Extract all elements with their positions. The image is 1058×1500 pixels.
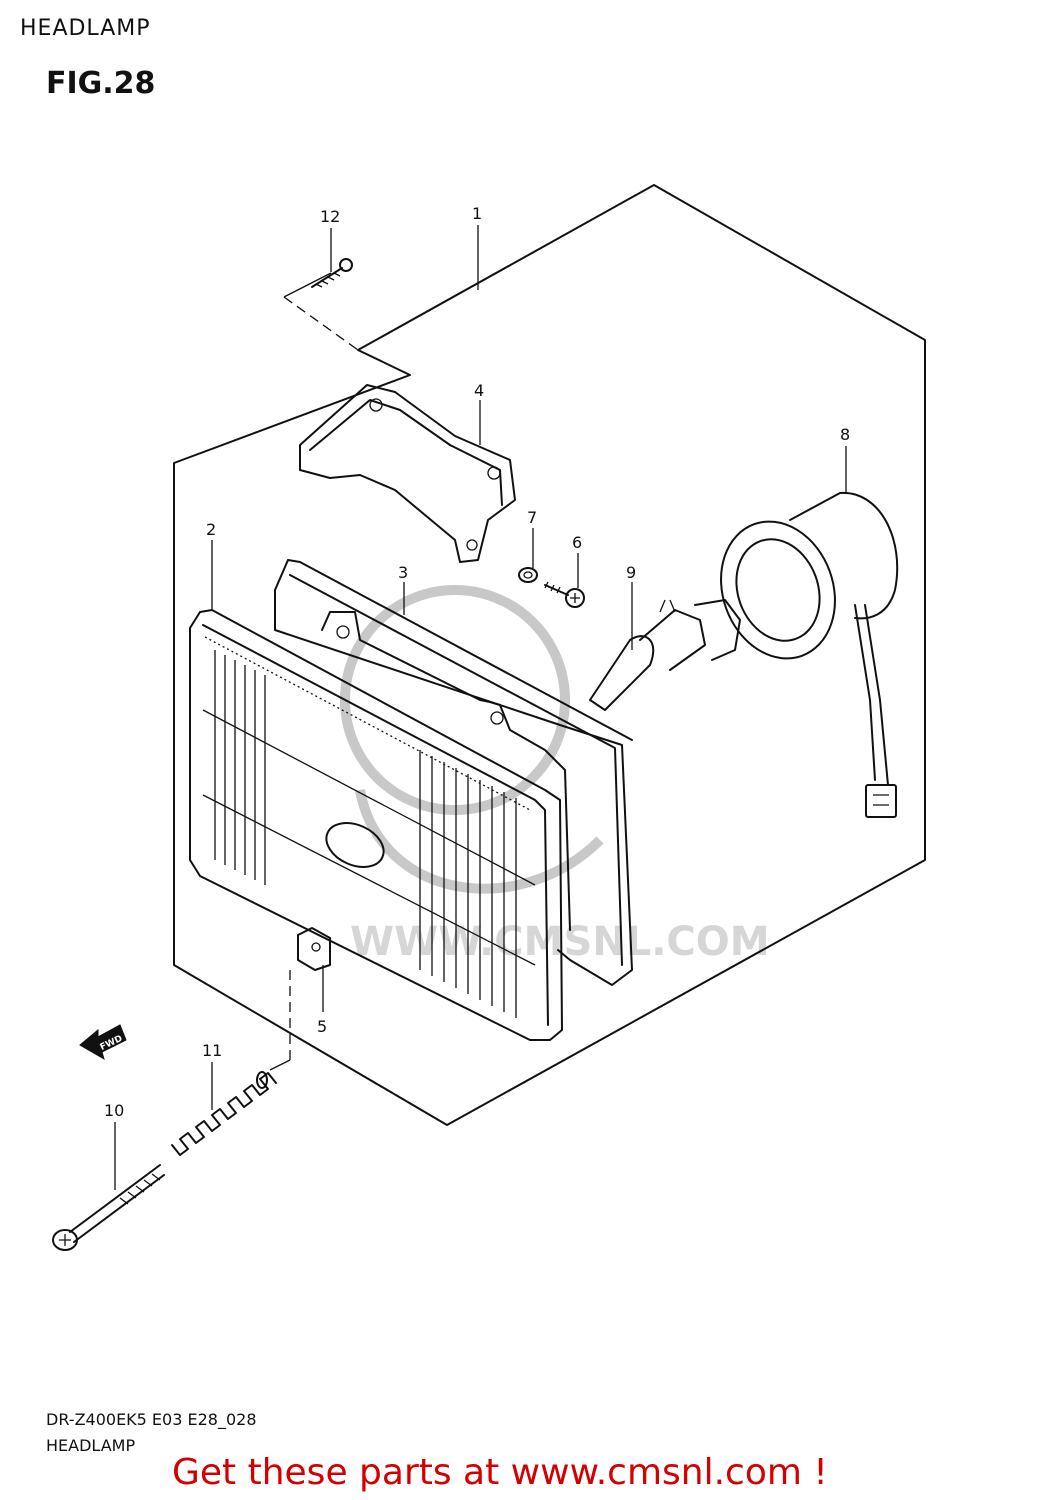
callout-3: 3 [398,563,408,582]
callout-1: 1 [472,204,482,223]
callout-numbers: 12 1 4 8 2 7 6 3 9 5 11 10 [104,204,850,1120]
part-8-socket [720,491,899,818]
watermark-text: WWW.CMSNL.COM [350,919,770,965]
part-9-bulb [589,599,741,711]
callout-9: 9 [626,563,636,582]
callout-10: 10 [104,1101,124,1120]
headlamp-assembly-outline [173,184,926,1126]
leader-lines [114,225,847,1190]
callout-7: 7 [527,508,537,527]
watermark: WWW.CMSNL.COM [340,585,770,965]
page-header-title: HEADLAMP [20,16,151,41]
figure-label: FIG.28 [46,66,156,101]
part-5-clip [297,927,331,971]
callout-2: 2 [206,520,216,539]
cta-link-text[interactable]: Get these parts at www.cmsnl.com ! [172,1452,828,1493]
callout-5: 5 [317,1017,327,1036]
part-11-spring [171,1071,277,1156]
callout-4: 4 [474,381,484,400]
callout-12: 12 [320,207,340,226]
part-10-bolt [52,1164,165,1251]
footer-title: HEADLAMP [46,1436,136,1455]
part-6-screw [544,581,585,608]
part-2-lens-unit [189,609,563,1041]
part-7-washer [518,567,538,583]
callout-8: 8 [840,425,850,444]
forward-direction-arrow: FWD [79,1024,127,1061]
part-12-screw [311,258,353,288]
callout-11: 11 [202,1041,222,1060]
headlamp-housing [321,611,571,931]
part-3-gasket [274,559,633,986]
callout-6: 6 [572,533,582,552]
footer-model-code: DR-Z400EK5 E03 E28_028 [46,1410,257,1429]
part-4-bracket [299,384,516,563]
